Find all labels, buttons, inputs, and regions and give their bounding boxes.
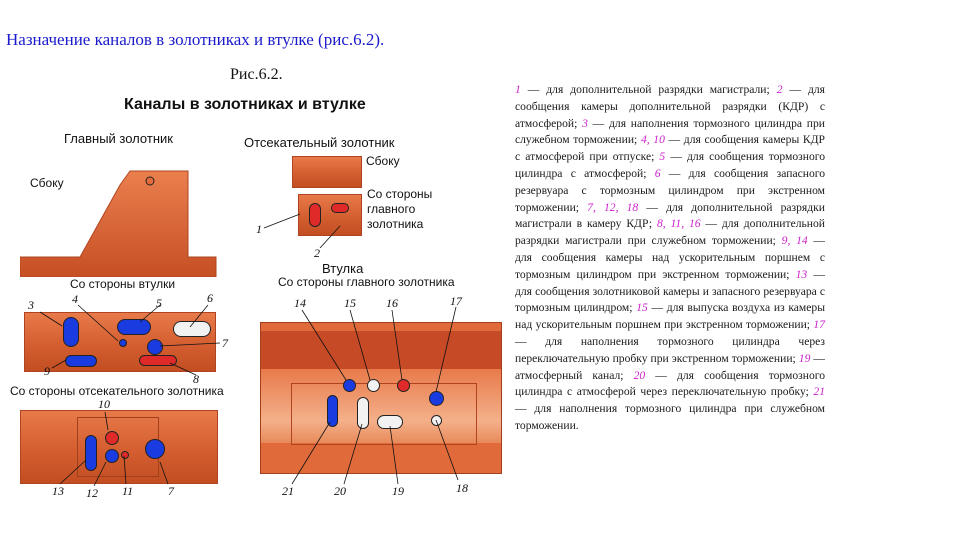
desc-text: — для сообщения золотниковой камеры и за… (515, 267, 825, 315)
desc-key: 17 (813, 318, 825, 332)
channel-15 (367, 379, 380, 392)
num-21: 21 (282, 484, 294, 498)
desc-key: 1 (515, 83, 521, 96)
channel-17 (429, 391, 444, 406)
channel-7 (147, 339, 163, 355)
num-1: 1 (256, 222, 262, 236)
desc-key: 15 (636, 301, 648, 315)
num-14: 14 (294, 296, 306, 310)
desc-key: 9, 14 (781, 234, 808, 248)
desc-text: — атмосферный канал; (515, 351, 825, 382)
channel-5 (117, 319, 151, 335)
bushing-label: Втулка (322, 261, 364, 276)
main-spool-side-view (20, 170, 217, 277)
num-5: 5 (156, 296, 162, 310)
figure-caption: Рис.6.2. (230, 66, 283, 83)
figure-title: Каналы в золотниках и втулке (124, 96, 366, 113)
main-spool-label: Главный золотник (64, 131, 173, 146)
channel-21 (327, 395, 338, 427)
desc-text: — для сообщения камеры над ускорительным… (515, 234, 826, 281)
num-13: 13 (52, 484, 64, 498)
channel-6 (173, 321, 211, 337)
channel-14 (343, 379, 356, 392)
channel-3 (63, 317, 79, 347)
desc-text: — для сообщения камеры дополнительной ра… (515, 83, 825, 130)
desc-text: — для дополнительной разрядки магистрали… (515, 217, 825, 248)
channel-12 (105, 449, 119, 463)
num-2: 2 (314, 246, 320, 260)
desc-text: — для дополнительной разрядки магистрали… (515, 200, 825, 231)
from-main-spool-label: Со стороны главного золотника (278, 275, 455, 289)
channel-10 (105, 431, 119, 445)
channel-13 (85, 435, 97, 471)
desc-text: — для сообщения тормозного цилиндра с ат… (515, 368, 826, 399)
from-bushing-label: Со стороны втулки (70, 277, 176, 291)
cutoff-side-label: Сбоку (366, 154, 400, 168)
cutoff-spool-side (292, 156, 362, 188)
desc-key: 21 (813, 385, 825, 399)
desc-text: — для сообщения тормозного цилиндра с ат… (515, 150, 826, 180)
desc-text: — для наполнения тормозного цилиндра чер… (515, 334, 825, 365)
from-main-spool-short: Со стороны главного золотника (367, 187, 433, 231)
desc-key: 13 (795, 267, 808, 281)
num-3: 3 (28, 298, 34, 312)
channel-20 (357, 397, 369, 429)
channel-16 (397, 379, 410, 392)
channel-2 (331, 203, 349, 213)
num-15: 15 (344, 296, 356, 310)
cutoff-spool-face (298, 194, 362, 236)
desc-key: 4, 10 (640, 133, 665, 147)
desc-key: 20 (633, 368, 646, 382)
desc-text: — для сообщения камеры КДР с атмосферой … (515, 133, 826, 164)
page-title: Назначение каналов в золотниках и втулке… (6, 30, 385, 49)
side-label: Сбоку (30, 176, 64, 190)
desc-text: — для наполнения тормозного цилиндра при… (515, 402, 825, 432)
channel-9 (65, 355, 97, 367)
num-12: 12 (86, 486, 98, 500)
num-10: 10 (98, 397, 110, 411)
num-4: 4 (72, 292, 78, 306)
num-17: 17 (450, 294, 462, 308)
desc-key: 7, 12, 18 (587, 200, 639, 214)
channel-18 (431, 415, 442, 426)
channel-1 (309, 203, 321, 227)
desc-text: — для наполнения тормозного цилиндра при… (515, 116, 825, 147)
desc-text: — для выпуска воздуха из камеры над уско… (515, 301, 825, 332)
desc-text: — для дополнительной разрядки магистрали… (520, 83, 777, 96)
num-6: 6 (207, 291, 213, 305)
main-spool-bushing-face (24, 312, 216, 372)
desc-key: 2 (776, 83, 783, 96)
num-8: 8 (193, 372, 199, 386)
from-cutoff-label: Со стороны отсекательного золотника (10, 384, 224, 398)
channel-7-cutoff (145, 439, 165, 459)
num-7b: 7 (168, 484, 174, 498)
desc-key: 5 (659, 150, 666, 164)
num-7: 7 (222, 336, 228, 350)
num-9: 9 (44, 364, 50, 378)
channel-descriptions: 1 — для дополнительной разрядки магистра… (515, 82, 825, 435)
num-11: 11 (122, 484, 134, 498)
desc-key: 8, 11, 16 (656, 217, 701, 231)
cutoff-spool-label: Отсекательный золотник (244, 135, 395, 150)
channel-19 (377, 415, 403, 429)
desc-key: 19 (798, 351, 811, 365)
desc-key: 3 (582, 116, 588, 130)
channel-8 (139, 355, 177, 366)
bushing-body (260, 322, 502, 474)
num-19: 19 (392, 484, 404, 498)
desc-key: 6 (654, 166, 661, 180)
channel-4 (119, 339, 127, 347)
num-16: 16 (386, 296, 398, 310)
channel-11 (121, 451, 129, 459)
main-spool-cutoff-face (20, 410, 218, 484)
desc-text: — для сообщения запасного резервуара с т… (515, 166, 825, 214)
num-18: 18 (456, 481, 468, 495)
num-20: 20 (334, 484, 346, 498)
